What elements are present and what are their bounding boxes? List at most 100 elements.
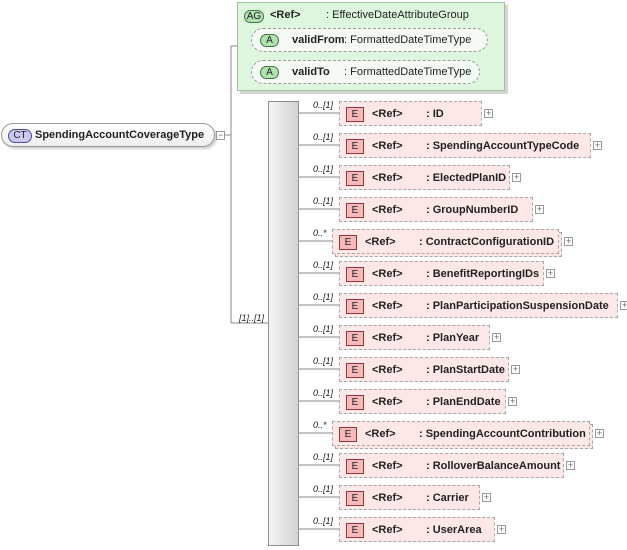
element-node[interactable]: E <Ref> : SpendingAccountTypeCode bbox=[339, 133, 591, 158]
element-badge: E bbox=[346, 459, 364, 474]
element-occurrence: 0..[1] bbox=[313, 516, 334, 526]
sequence-compositor[interactable] bbox=[268, 101, 299, 546]
attr-type: : FormattedDateTimeType bbox=[344, 66, 472, 78]
complex-type-name: SpendingAccountCoverageType bbox=[35, 129, 205, 141]
element-node[interactable]: E <Ref> : BenefitReportingIDs bbox=[339, 261, 544, 286]
element-node[interactable]: E <Ref> : PlanStartDate bbox=[339, 357, 509, 382]
element-name: : PlanYear bbox=[426, 332, 480, 344]
attribute-validto[interactable]: A validTo : FormattedDateTimeType bbox=[251, 60, 480, 84]
element-name: : SpendingAccountContribution bbox=[419, 428, 586, 440]
expand-icon[interactable]: + bbox=[512, 172, 521, 182]
expand-icon[interactable]: + bbox=[535, 204, 544, 214]
element-node[interactable]: E <Ref> : GroupNumberID bbox=[339, 197, 533, 222]
element-occurrence: 0..[1] bbox=[313, 164, 334, 174]
element-node[interactable]: E <Ref> : ContractConfigurationID bbox=[332, 229, 559, 254]
element-node[interactable]: E <Ref> : SpendingAccountContribution bbox=[332, 421, 590, 446]
element-ref: <Ref> bbox=[372, 364, 403, 376]
element-occurrence: 0..[1] bbox=[313, 484, 334, 494]
expand-icon[interactable]: + bbox=[593, 140, 602, 150]
element-name: : GroupNumberID bbox=[426, 204, 519, 216]
ct-badge: CT bbox=[8, 129, 32, 143]
element-node[interactable]: E <Ref> : Carrier bbox=[339, 485, 480, 510]
expand-icon[interactable]: + bbox=[511, 364, 520, 374]
attribute-group-node[interactable]: AG <Ref> : EffectiveDateAttributeGroup A… bbox=[237, 2, 505, 91]
element-node[interactable]: E <Ref> : PlanEndDate bbox=[339, 389, 506, 414]
element-name: : PlanParticipationSuspensionDate bbox=[426, 300, 609, 312]
expand-icon[interactable]: + bbox=[484, 108, 493, 118]
element-name: : RolloverBalanceAmount bbox=[426, 460, 561, 472]
ag-ref: <Ref> bbox=[270, 9, 301, 21]
element-badge: E bbox=[346, 491, 364, 506]
element-occurrence: 0..* bbox=[313, 420, 327, 430]
element-ref: <Ref> bbox=[365, 428, 396, 440]
element-occurrence: 0..[1] bbox=[313, 356, 334, 366]
element-node[interactable]: E <Ref> : RolloverBalanceAmount bbox=[339, 453, 564, 478]
element-occurrence: 0..[1] bbox=[313, 100, 334, 110]
element-badge: E bbox=[339, 427, 357, 442]
element-badge: E bbox=[346, 523, 364, 538]
element-name: : UserArea bbox=[426, 524, 482, 536]
element-name: : PlanStartDate bbox=[426, 364, 505, 376]
element-ref: <Ref> bbox=[365, 236, 396, 248]
element-badge: E bbox=[346, 267, 364, 282]
element-node[interactable]: E <Ref> : UserArea bbox=[339, 517, 495, 542]
sequence-occurrence: [1]..[1] bbox=[239, 313, 265, 323]
element-occurrence: 0..[1] bbox=[313, 292, 334, 302]
element-node[interactable]: E <Ref> : PlanParticipationSuspensionDate bbox=[339, 293, 618, 318]
element-name: : BenefitReportingIDs bbox=[426, 268, 540, 280]
expand-icon[interactable]: + bbox=[564, 236, 573, 246]
element-badge: E bbox=[346, 363, 364, 378]
expand-icon[interactable]: + bbox=[497, 524, 506, 534]
element-occurrence: 0..[1] bbox=[313, 196, 334, 206]
expand-icon[interactable]: + bbox=[508, 396, 517, 406]
element-ref: <Ref> bbox=[372, 492, 403, 504]
element-ref: <Ref> bbox=[372, 140, 403, 152]
expand-icon[interactable]: + bbox=[620, 300, 627, 310]
element-ref: <Ref> bbox=[372, 460, 403, 472]
collapse-icon[interactable]: − bbox=[216, 130, 225, 140]
element-ref: <Ref> bbox=[372, 524, 403, 536]
element-node[interactable]: E <Ref> : ElectedPlanID bbox=[339, 165, 510, 190]
element-badge: E bbox=[346, 171, 364, 186]
attr-badge: A bbox=[260, 66, 279, 79]
element-badge: E bbox=[346, 203, 364, 218]
element-badge: E bbox=[346, 139, 364, 154]
expand-icon[interactable]: + bbox=[546, 268, 555, 278]
element-name: : ID bbox=[426, 108, 444, 120]
attr-type: : FormattedDateTimeType bbox=[344, 34, 472, 46]
expand-icon[interactable]: + bbox=[566, 460, 575, 470]
element-occurrence: 0..[1] bbox=[313, 388, 334, 398]
element-name: : SpendingAccountTypeCode bbox=[426, 140, 580, 152]
element-ref: <Ref> bbox=[372, 332, 403, 344]
element-badge: E bbox=[339, 235, 357, 250]
element-badge: E bbox=[346, 107, 364, 122]
element-occurrence: 0..[1] bbox=[313, 260, 334, 270]
element-badge: E bbox=[346, 299, 364, 314]
element-badge: E bbox=[346, 331, 364, 346]
complex-type-node[interactable]: CT SpendingAccountCoverageType bbox=[1, 123, 215, 147]
element-occurrence: 0..[1] bbox=[313, 452, 334, 462]
element-name: : Carrier bbox=[426, 492, 469, 504]
expand-icon[interactable]: + bbox=[482, 492, 491, 502]
element-ref: <Ref> bbox=[372, 172, 403, 184]
element-occurrence: 0..* bbox=[313, 228, 327, 238]
ag-name: : EffectiveDateAttributeGroup bbox=[326, 9, 469, 21]
expand-icon[interactable]: + bbox=[595, 428, 604, 438]
element-node[interactable]: E <Ref> : ID bbox=[339, 101, 482, 126]
element-ref: <Ref> bbox=[372, 204, 403, 216]
ag-badge: AG bbox=[244, 10, 264, 23]
element-name: : ContractConfigurationID bbox=[419, 236, 555, 248]
element-ref: <Ref> bbox=[372, 396, 403, 408]
attr-name: validFrom bbox=[292, 34, 345, 46]
element-ref: <Ref> bbox=[372, 300, 403, 312]
element-name: : PlanEndDate bbox=[426, 396, 501, 408]
element-occurrence: 0..[1] bbox=[313, 132, 334, 142]
element-name: : ElectedPlanID bbox=[426, 172, 507, 184]
attr-badge: A bbox=[260, 34, 279, 47]
element-node[interactable]: E <Ref> : PlanYear bbox=[339, 325, 490, 350]
element-badge: E bbox=[346, 395, 364, 410]
expand-icon[interactable]: + bbox=[492, 332, 501, 342]
attribute-validfrom[interactable]: A validFrom : FormattedDateTimeType bbox=[251, 28, 488, 52]
element-ref: <Ref> bbox=[372, 108, 403, 120]
element-ref: <Ref> bbox=[372, 268, 403, 280]
